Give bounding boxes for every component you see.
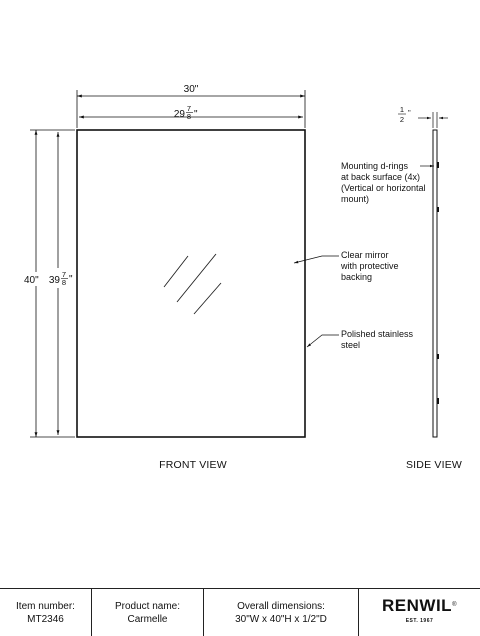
- svg-text:backing: backing: [341, 272, 372, 282]
- product-name-value: Carmelle: [127, 613, 168, 625]
- svg-text:Mounting d-rings: Mounting d-rings: [341, 161, 409, 171]
- front-view: [76, 129, 306, 438]
- brand-logo: RENWIL®: [382, 596, 457, 615]
- svg-text:7: 7: [187, 104, 191, 113]
- svg-text:39: 39: [49, 275, 61, 286]
- svg-text:Polished stainless: Polished stainless: [341, 329, 414, 339]
- svg-text:7: 7: [62, 270, 66, 279]
- product-name-label: Product name:: [114, 600, 181, 612]
- svg-text:mount): mount): [341, 194, 369, 204]
- width-outer-label: 30": [184, 84, 199, 95]
- svg-text:": ": [408, 108, 411, 117]
- width-inner-label: 29 7 8 ": [174, 104, 198, 121]
- d-ring-4: [437, 398, 439, 404]
- svg-text:8: 8: [187, 112, 191, 121]
- title-block: Item number: MT2346 Product name: Carmel…: [0, 588, 480, 636]
- reflection-lines: [163, 253, 222, 315]
- brand-est: EST. 1967: [405, 618, 434, 624]
- svg-text:steel: steel: [341, 340, 360, 350]
- side-view-caption: SIDE VIEW: [406, 459, 462, 471]
- item-number-value: MT2346: [27, 613, 64, 625]
- callout-steel: Polished stainless steel: [306, 329, 414, 350]
- front-view-caption: FRONT VIEW: [159, 459, 227, 471]
- technical-drawing: 30" 29 7 8 " 40" 39 7 8 " 1 2 ": [22, 84, 462, 471]
- d-ring-1: [437, 162, 439, 168]
- callout-mirror: Clear mirror with protective backing: [293, 250, 399, 282]
- d-ring-3: [437, 354, 439, 359]
- svg-text:": ": [69, 274, 73, 285]
- side-view: [418, 112, 448, 438]
- product-name-cell: Product name: Carmelle: [92, 589, 204, 636]
- svg-text:2: 2: [400, 115, 404, 124]
- mirror-outline: [76, 129, 306, 438]
- brand-cell: RENWIL® EST. 1967: [359, 589, 480, 636]
- item-number-cell: Item number: MT2346: [0, 589, 92, 636]
- height-outer-label: 40": [24, 275, 39, 286]
- svg-text:Clear mirror: Clear mirror: [341, 250, 389, 260]
- callout-mounting: Mounting d-rings at back surface (4x) (V…: [341, 161, 434, 204]
- svg-text:at back surface (4x): at back surface (4x): [341, 172, 420, 182]
- item-number-label: Item number:: [16, 600, 75, 612]
- svg-text:": ": [194, 109, 198, 120]
- svg-text:29: 29: [174, 109, 186, 120]
- svg-text:8: 8: [62, 278, 66, 287]
- svg-text:1: 1: [400, 105, 404, 114]
- height-inner-label: 39 7 8 ": [49, 270, 73, 287]
- width-dimension: [76, 90, 306, 128]
- svg-text:(Vertical or horizontal: (Vertical or horizontal: [341, 183, 426, 193]
- overall-dimensions-cell: Overall dimensions: 30"W x 40"H x 1/2"D: [204, 589, 359, 636]
- d-ring-2: [437, 207, 439, 212]
- overall-dimensions-value: 30"W x 40"H x 1/2"D: [235, 613, 327, 625]
- depth-label: 1 2 ": [398, 105, 411, 124]
- overall-dimensions-label: Overall dimensions:: [237, 600, 325, 612]
- side-profile: [432, 129, 438, 438]
- svg-text:with protective: with protective: [340, 261, 399, 271]
